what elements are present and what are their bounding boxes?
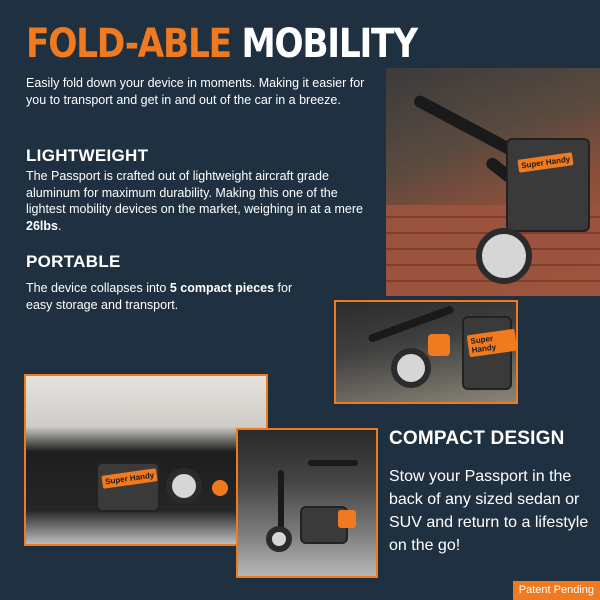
photo-folding-device: Super Handy: [386, 68, 600, 296]
device-wheel: [476, 228, 532, 284]
photo-sedan-trunk: Super Handy: [24, 374, 268, 546]
device-bag: [506, 138, 590, 232]
title-part-mobility: MOBILITY: [241, 21, 418, 67]
portable-heading: PORTABLE: [26, 252, 121, 271]
piece-motor: [428, 334, 450, 356]
title-part-fold-able: FOLD-ABLE: [26, 21, 232, 67]
photo-suv-trunk: [236, 428, 378, 578]
photo-compact-pieces: Super Handy: [334, 300, 518, 404]
suv-frame: [278, 470, 284, 530]
portable-highlight: 5 compact pieces: [169, 281, 275, 295]
lightweight-heading: LIGHTWEIGHT: [26, 146, 149, 165]
page-title: FOLD-ABLE MOBILITY: [26, 20, 418, 68]
compact-design-heading: COMPACT DESIGN: [389, 428, 565, 449]
portable-text-after: for easy storage and transport.: [26, 281, 293, 312]
suv-motor: [338, 510, 356, 528]
trunk-wheel: [166, 468, 202, 504]
lightweight-paragraph: The Passport is crafted out of lightweig…: [26, 168, 376, 234]
trunk-hub: [212, 480, 228, 496]
patent-pending-badge: Patent Pending: [512, 581, 600, 600]
lightweight-end: .: [57, 218, 62, 233]
suv-wheel: [266, 526, 292, 552]
portable-text-before: The device collapses into: [26, 281, 170, 295]
intro-text: Easily fold down your device in moments.…: [26, 76, 365, 107]
piece-wheel: [391, 348, 431, 388]
compact-design-text: Stow your Passport in the back of any si…: [389, 468, 589, 554]
portable-paragraph: The device collapses into 5 compact piec…: [26, 280, 311, 313]
lightweight-weight: 26lbs: [26, 218, 58, 233]
suv-seat: [308, 460, 358, 466]
lightweight-text: The Passport is crafted out of lightweig…: [26, 169, 363, 216]
